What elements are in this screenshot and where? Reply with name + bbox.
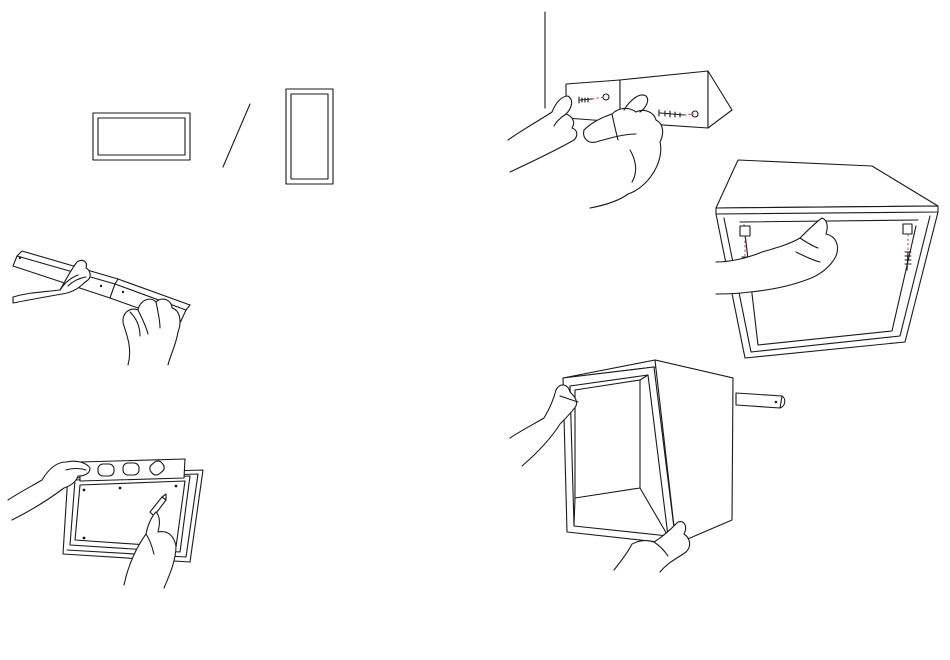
landscape-frame [93,113,190,160]
join-rails-icon [13,251,190,365]
portrait-frame [286,89,333,184]
hand [716,218,838,294]
screw-right [905,252,911,270]
frame-orientation-icon [93,89,333,184]
template-sheet [63,470,203,562]
left-hand [508,96,577,172]
or-divider [223,104,250,167]
wall-bracket-screw-icon [508,12,732,208]
bracket-tab-right [903,224,912,234]
cube-box [563,360,733,544]
wall-rail [736,393,785,408]
box-mount-icon [510,360,785,572]
spirit-level [80,459,185,481]
frame-screw-icon [716,160,938,358]
right-hand [123,299,180,365]
level-mark-icon [8,459,203,588]
bracket-tab-left [740,226,750,236]
